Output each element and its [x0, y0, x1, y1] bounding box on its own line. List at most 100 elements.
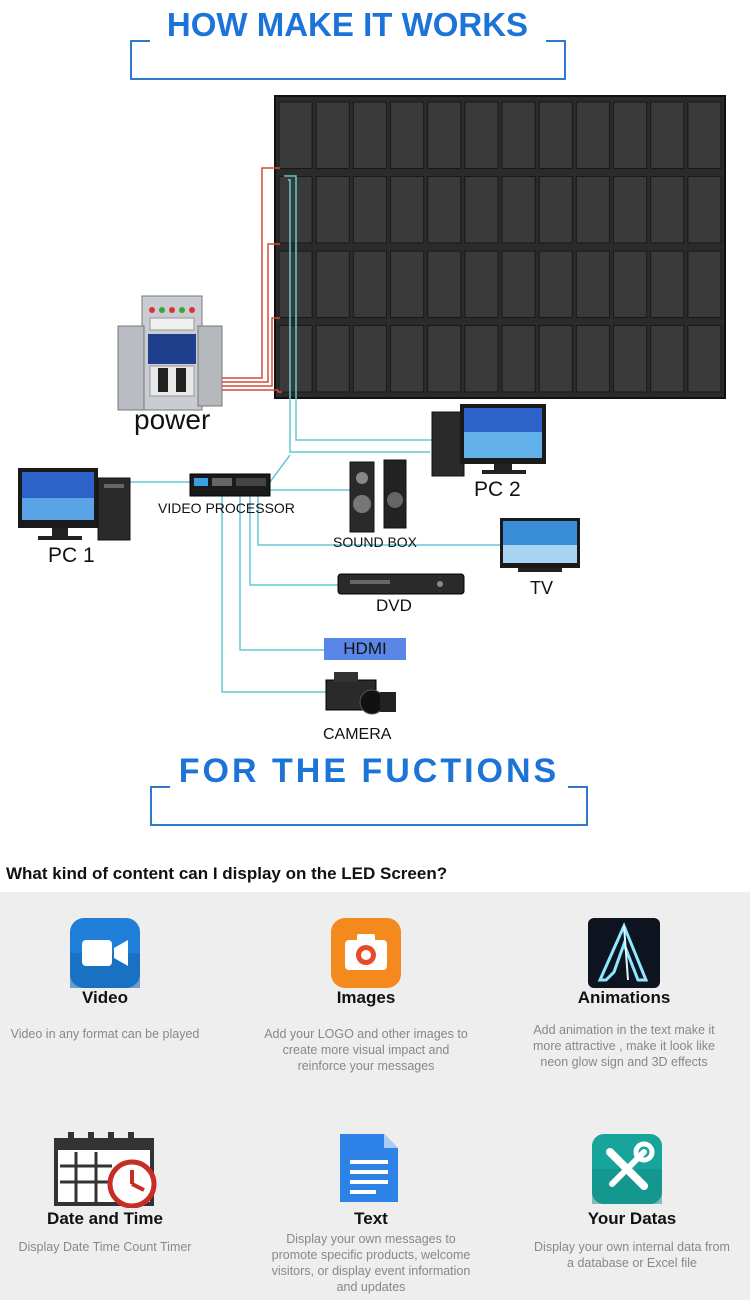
led-cabinet [687, 101, 722, 169]
led-cabinet [278, 101, 313, 169]
feature-desc-line: visitors, or display event information [271, 1264, 471, 1278]
feature-desc: Add your LOGO and other images to create… [256, 1026, 476, 1074]
power-cables [200, 167, 282, 393]
led-cabinet [538, 250, 573, 318]
led-cabinet [650, 176, 685, 244]
feature-desc-line: promote specific products, welcome [271, 1248, 471, 1262]
feature-desc: Video in any format can be played [0, 1026, 210, 1042]
led-cabinet [352, 176, 388, 244]
pc1-image [18, 468, 131, 541]
feature-video: Video Video in any format can be played [0, 988, 210, 1042]
neon-a-icon [588, 918, 660, 988]
power-label: power [134, 404, 211, 435]
document-icon [340, 1134, 398, 1202]
pc2-label: PC 2 [474, 478, 521, 501]
feature-title: Video [82, 988, 128, 1007]
feature-desc-line: neon glow sign and 3D effects [540, 1055, 708, 1069]
led-cabinet [390, 250, 425, 318]
led-cabinet [390, 101, 425, 169]
feature-your-datas: Your Datas Display your own internal dat… [520, 1209, 744, 1271]
dvd-player-image [337, 573, 465, 595]
feature-desc-line: Video in any format can be played [10, 1027, 200, 1041]
section-title-how-it-works: HOW MAKE IT WORKS [166, 6, 529, 43]
sound-box-image [349, 459, 407, 533]
tools-icon [592, 1134, 662, 1204]
feature-desc-line: Display your own internal data from [534, 1240, 730, 1254]
video-processor-label: VIDEO PROCESSOR [158, 500, 295, 516]
power-cabinet-image [117, 295, 223, 411]
section-title-functions: FOR THE FUCTIONS [178, 752, 560, 790]
led-cabinet [427, 101, 462, 169]
led-cabinet [687, 176, 722, 244]
camera-icon [331, 918, 401, 988]
hdmi-label: HDMI [324, 638, 406, 660]
led-cabinet [427, 250, 462, 318]
camera-label: CAMERA [323, 726, 392, 743]
led-cabinet [464, 325, 499, 393]
led-cabinet [427, 176, 462, 244]
led-cabinet [464, 250, 499, 318]
led-cabinet [538, 325, 573, 393]
led-cabinet [575, 250, 610, 318]
dvd-label: DVD [376, 596, 412, 615]
led-cabinet [650, 101, 685, 169]
feature-desc: Add animation in the text make it more a… [512, 1022, 736, 1070]
signal-cables [128, 175, 500, 693]
led-cabinet [501, 101, 536, 169]
led-cabinet [613, 176, 648, 244]
led-cabinet [352, 325, 388, 393]
led-cabinet [650, 325, 685, 393]
feature-title: Your Datas [587, 1209, 677, 1228]
led-cabinet [501, 325, 536, 393]
pc2-image [431, 404, 546, 477]
feature-desc-line: reinforce your messages [297, 1059, 435, 1073]
led-cabinet [575, 325, 610, 393]
led-cabinet [352, 101, 388, 169]
led-cabinet [613, 325, 648, 393]
feature-desc: Display your own internal data from a da… [520, 1239, 744, 1271]
feature-title: Date and Time [47, 1209, 163, 1228]
led-cabinet [687, 325, 722, 393]
led-cabinet [501, 250, 536, 318]
feature-animations: Animations Add animation in the text mak… [512, 988, 736, 1070]
led-cabinet [613, 250, 648, 318]
feature-desc-line: Add your LOGO and other images to [264, 1027, 468, 1041]
feature-desc-line: more attractive , make it look like [532, 1039, 715, 1053]
led-cabinet [613, 101, 648, 169]
led-cabinet [464, 101, 499, 169]
tv-image [500, 518, 580, 572]
feature-desc-line: Add animation in the text make it [533, 1023, 715, 1037]
feature-desc-line: and updates [336, 1280, 406, 1294]
led-cabinet [538, 101, 573, 169]
video-processor-image [189, 473, 271, 497]
feature-desc-line: a database or Excel file [567, 1256, 697, 1270]
camera-image [325, 672, 396, 715]
led-cabinet [464, 176, 499, 244]
led-cabinet [575, 101, 610, 169]
tv-label: TV [530, 578, 554, 598]
sound-box-label: SOUND BOX [333, 534, 418, 550]
led-cabinet [575, 176, 610, 244]
led-cabinet [390, 176, 425, 244]
feature-desc: Display your own messages to promote spe… [256, 1231, 486, 1295]
led-cabinet [315, 325, 350, 393]
led-cabinet [687, 250, 722, 318]
feature-desc-line: create more visual impact and [282, 1043, 450, 1057]
feature-text: Text Display your own messages to promot… [256, 1209, 486, 1295]
feature-title: Text [354, 1209, 388, 1228]
feature-title: Animations [577, 988, 671, 1007]
pc1-label: PC 1 [48, 544, 95, 567]
connection-diagram [18, 95, 726, 715]
feature-desc-line: Display Date Time Count Timer [18, 1240, 192, 1254]
led-cabinet [315, 176, 350, 244]
led-cabinet [427, 325, 462, 393]
led-cabinet [501, 176, 536, 244]
feature-title: Images [336, 988, 396, 1007]
title-frame-top [130, 40, 566, 80]
led-cabinet [650, 250, 685, 318]
feature-date-time: Date and Time Display Date Time Count Ti… [0, 1209, 210, 1255]
led-cabinet [315, 250, 350, 318]
led-cabinet [390, 325, 425, 393]
video-camera-icon [70, 918, 140, 988]
feature-images: Images Add your LOGO and other images to… [256, 988, 476, 1074]
